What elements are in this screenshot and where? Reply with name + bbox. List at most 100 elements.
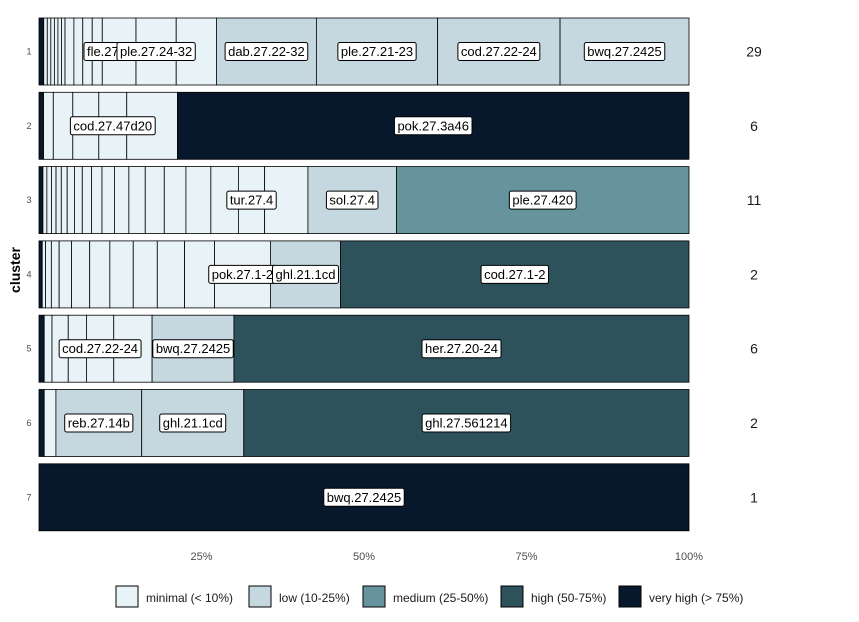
legend-swatch <box>115 585 139 608</box>
bar-segment <box>41 240 46 309</box>
legend-label: medium (25-50%) <box>393 591 488 605</box>
segment-label-text: reb.27.14b <box>68 416 130 431</box>
bar-segment <box>42 166 48 235</box>
segment-label-text: pok.27.1-2 <box>212 267 273 282</box>
segment-label: ple.27.21-23 <box>337 42 417 61</box>
bar-segment <box>38 91 44 160</box>
legend-label: low (10-25%) <box>279 591 350 605</box>
bar-segment <box>43 389 57 457</box>
x-tick-label: 75% <box>515 551 537 563</box>
segment-label-box <box>393 116 473 136</box>
bar-segment <box>81 166 92 235</box>
bar-segment <box>74 166 83 235</box>
segment-label-text: sol.27.4 <box>329 193 375 208</box>
segment-label: ghl.27.561214 <box>421 413 512 433</box>
cluster-tick-label: 5 <box>26 344 31 354</box>
cluster-tick-label: 6 <box>26 418 31 428</box>
segment-label-text: dab.27.22-32 <box>228 44 305 59</box>
bar-segment <box>315 17 439 86</box>
legend-label: high (50-75%) <box>531 591 606 605</box>
segment-label: ple.27.24-32 <box>116 42 196 61</box>
segment-label: ghl.21.1cd <box>159 413 227 433</box>
bar-segment <box>43 17 48 86</box>
segment-label-box <box>337 42 417 61</box>
bar-segment <box>64 17 75 86</box>
legend-label: very high (> 75%) <box>649 591 743 605</box>
segment-label-box <box>323 487 405 507</box>
segment-label-box <box>508 190 577 210</box>
bar-segment <box>38 240 43 309</box>
segment-label-text: cod.27.1-2 <box>484 267 545 282</box>
segment-label-box <box>159 413 227 433</box>
bar-segment <box>114 166 130 235</box>
segment-label-text: bwq.27.2425 <box>327 490 401 505</box>
segment-label-text: ghl.21.1cd <box>163 416 223 431</box>
segment-label-box <box>421 339 502 359</box>
x-tick-label: 25% <box>190 551 212 563</box>
segment-label: cod.27.47d20 <box>69 116 156 136</box>
segment-label: pok.27.1-2 <box>208 264 277 284</box>
segment-label-text: ple.27.21-23 <box>341 44 413 59</box>
bars-layer <box>38 17 690 532</box>
segment-label: reb.27.14b <box>64 413 134 433</box>
bar-segment <box>50 240 60 309</box>
segment-label-text: ple.27.24-32 <box>120 44 192 59</box>
segment-label-text: bwq.27.2425 <box>156 341 230 356</box>
segment-label: ghl.21.1cd <box>272 264 339 284</box>
cluster-tick-label: 3 <box>26 195 31 205</box>
bar-segment <box>156 240 186 309</box>
segment-label-box <box>226 190 277 210</box>
segment-label-text: tur.27.4 <box>230 193 273 208</box>
cluster-tick-label: 2 <box>26 121 31 131</box>
segment-label: tur.27.4 <box>226 190 277 210</box>
segment-label: cod.27.22-24 <box>58 339 142 359</box>
cluster-count: 11 <box>747 192 762 208</box>
bar-segment <box>38 166 44 235</box>
legend: minimal (< 10%)low (10-25%)medium (25-50… <box>115 585 743 608</box>
cluster-tick-label: 4 <box>26 269 31 279</box>
segment-label: dab.27.22-32 <box>224 42 309 61</box>
bar-segment <box>58 240 72 309</box>
cluster-count: 2 <box>750 415 758 431</box>
bar-segment <box>144 166 165 235</box>
legend-swatch <box>618 585 642 608</box>
segment-label-box <box>583 42 666 61</box>
bar-segment <box>45 240 52 309</box>
x-tick-label: 100% <box>675 551 703 563</box>
legend-item: very high (> 75%) <box>618 585 743 608</box>
segment-label-box <box>69 116 156 136</box>
segment-label: pok.27.3a46 <box>393 116 473 136</box>
bar-segment <box>38 389 45 457</box>
bar-segment <box>51 166 57 235</box>
bar-segment <box>61 17 66 86</box>
segment-label-text: ghl.21.1cd <box>276 267 336 282</box>
segment-label: ple.27.420 <box>508 190 577 210</box>
cluster-count: 2 <box>750 266 758 282</box>
cluster-tick-label: 7 <box>26 492 31 502</box>
segment-label: her.27.20-24 <box>421 339 502 359</box>
bar-segment <box>43 314 53 383</box>
bar-segment <box>46 17 52 86</box>
bar-segment <box>43 91 54 160</box>
bar-segment <box>73 17 84 86</box>
segment-label-box <box>64 413 134 433</box>
bar-segment <box>66 166 75 235</box>
cluster-count: 6 <box>750 118 758 134</box>
segment-label: sol.27.4 <box>325 190 379 210</box>
bar-segment <box>38 314 45 383</box>
bar-segment <box>46 166 52 235</box>
cluster-count: 1 <box>750 489 758 505</box>
segment-label: bwq.27.2425 <box>583 42 666 61</box>
cluster-tick-label: 1 <box>26 47 31 57</box>
bar-segment <box>60 166 68 235</box>
segment-label-box <box>325 190 379 210</box>
x-tick-label: 50% <box>353 551 375 563</box>
bar-segment <box>55 166 62 235</box>
segment-label-box <box>480 264 550 284</box>
bar-segment <box>91 166 103 235</box>
segment-label: bwq.27.2425 <box>323 487 405 507</box>
segment-label-text: cod.27.22-24 <box>62 341 138 356</box>
legend-swatch <box>500 585 524 608</box>
